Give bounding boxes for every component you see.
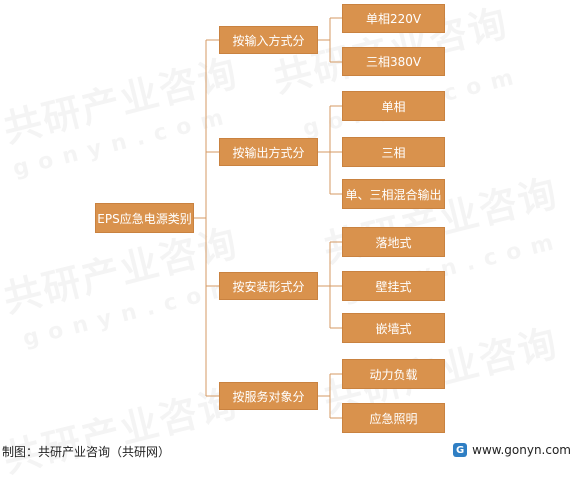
leaf-node-wall-mounted: 壁挂式	[342, 271, 445, 301]
root-node: EPS应急电源类别	[95, 203, 194, 233]
leaf-node-three-phase-380v: 三相380V	[342, 47, 445, 76]
leaf-node-wall-embedded: 嵌墙式	[342, 313, 445, 343]
category-node-output: 按输出方式分	[219, 138, 318, 166]
leaf-node-floor-standing: 落地式	[342, 227, 445, 257]
leaf-node-three-phase: 三相	[342, 137, 445, 167]
leaf-node-power-load: 动力负载	[342, 359, 445, 389]
footer: 制图：共研产业咨询（共研网） G www.gonyn.com	[0, 440, 575, 462]
category-node-installation: 按安装形式分	[219, 272, 318, 300]
leaf-node-single-phase: 单相	[342, 91, 445, 121]
leaf-node-mixed-output: 单、三相混合输出	[342, 179, 445, 209]
tree-connectors	[194, 17, 342, 419]
website-credit: G www.gonyn.com	[453, 443, 571, 457]
category-node-input: 按输入方式分	[219, 26, 318, 54]
gonyn-logo-icon: G	[453, 443, 468, 457]
source-credit: 制图：共研产业咨询（共研网）	[2, 445, 171, 459]
leaf-node-single-phase-220v: 单相220V	[342, 4, 445, 33]
category-node-service: 按服务对象分	[219, 382, 318, 410]
website-url: www.gonyn.com	[472, 443, 571, 457]
leaf-node-emergency-lighting: 应急照明	[342, 403, 445, 433]
